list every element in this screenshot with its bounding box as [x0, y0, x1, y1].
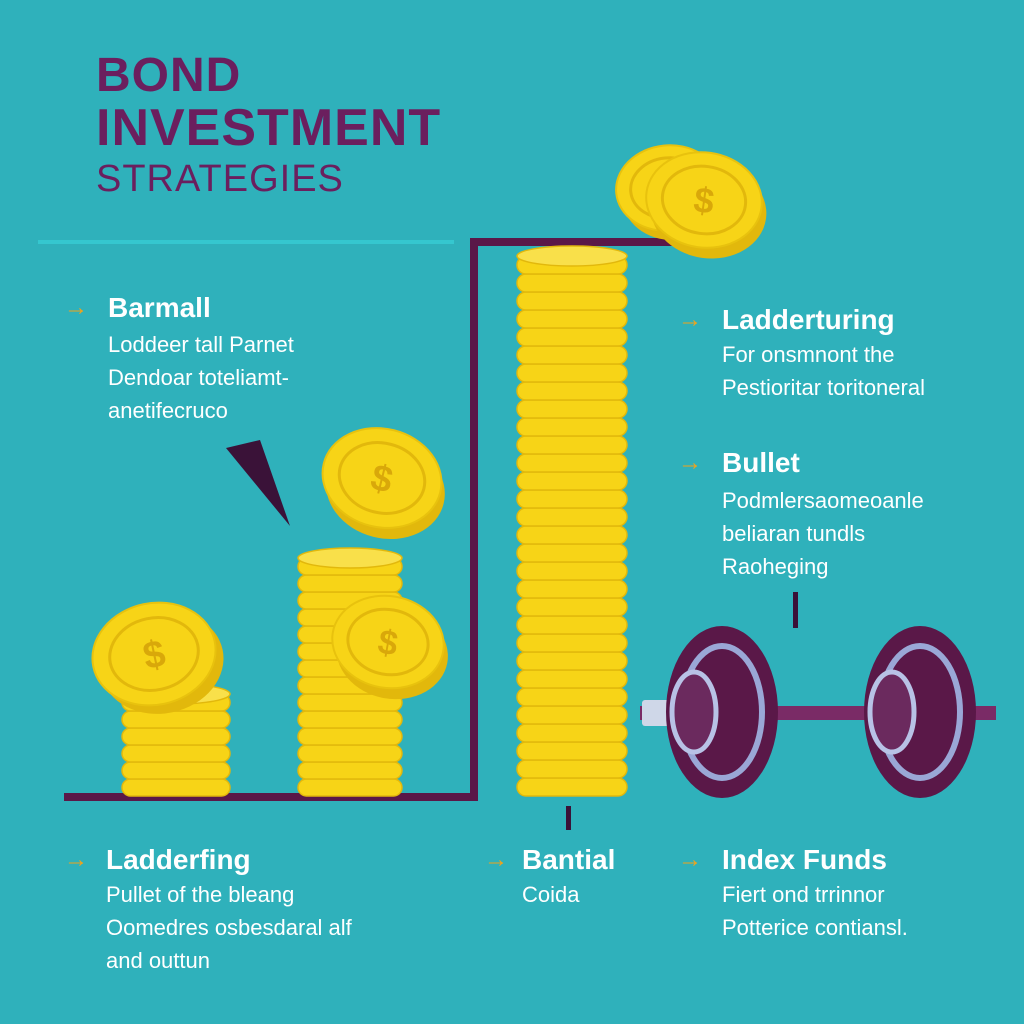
dumbbell-icon — [640, 626, 996, 798]
arrow-icon: → — [678, 449, 702, 476]
title-divider — [38, 240, 454, 244]
coin — [121, 727, 231, 746]
section-body-line: Oomedres osbesdaral alf — [106, 915, 352, 940]
coin — [516, 525, 628, 545]
coin — [297, 778, 403, 797]
coin — [516, 561, 628, 581]
section-heading: Ladderfing — [106, 844, 251, 875]
section-body-line: and outtun — [106, 948, 210, 973]
arrow-icon: → — [678, 306, 702, 333]
coin — [516, 507, 628, 527]
coin — [516, 579, 628, 599]
coin — [516, 669, 628, 689]
coin — [516, 489, 628, 509]
title-line-2: INVESTMENT — [96, 99, 442, 157]
arrow-icon: → — [484, 846, 508, 873]
section-heading: Index Funds — [722, 844, 887, 875]
dollar-coin-icon: $ — [91, 601, 224, 714]
section-body-line: Pestioritar toritoneral — [722, 375, 925, 400]
coin — [516, 399, 628, 419]
coin — [516, 327, 628, 347]
coin — [516, 759, 628, 779]
coin — [121, 710, 231, 729]
dollar-coin-icon: $ — [321, 427, 445, 540]
section-heading: Barmall — [108, 292, 211, 323]
coin-stack — [516, 245, 628, 797]
coin — [516, 705, 628, 725]
coin — [516, 471, 628, 491]
section-body-line: Fiert ond trrinnor — [722, 882, 885, 907]
section-body-line: Dendoar toteliamt- — [108, 365, 289, 390]
title-line-3: STRATEGIES — [96, 158, 344, 200]
coin-top — [297, 547, 403, 569]
dollar-coin-icon: $ — [331, 594, 448, 700]
tick-mark — [793, 592, 798, 628]
section-body-line: Podmlersaomeoanle — [722, 488, 924, 513]
section-body-line: Coida — [522, 882, 580, 907]
section-heading: Bantial — [522, 844, 616, 875]
coin — [516, 291, 628, 311]
coin — [516, 615, 628, 635]
coin — [516, 435, 628, 455]
coin — [121, 761, 231, 780]
title-line-1: BOND — [96, 49, 242, 102]
coin — [516, 363, 628, 383]
section-heading: Bullet — [722, 447, 800, 478]
coin — [297, 761, 403, 780]
coin — [516, 723, 628, 743]
section-body-line: Pullet of the bleang — [106, 882, 295, 907]
coin — [516, 417, 628, 437]
coin — [516, 273, 628, 293]
coin — [516, 453, 628, 473]
arrow-icon: → — [64, 846, 88, 873]
coin — [297, 574, 403, 593]
coin — [516, 687, 628, 707]
section-body-line: Raoheging — [722, 554, 829, 579]
coin — [516, 633, 628, 653]
coin — [516, 651, 628, 671]
coin — [516, 777, 628, 797]
coin — [121, 778, 231, 797]
coin — [516, 597, 628, 617]
section-body-line: beliaran tundls — [722, 521, 866, 546]
coin — [297, 727, 403, 746]
loose-coins: $$$$$ — [91, 144, 767, 714]
section-heading: Ladderturing — [722, 304, 895, 335]
arrow-icon: → — [64, 294, 88, 321]
coin — [516, 381, 628, 401]
coin — [516, 543, 628, 563]
section-body-line: Potterice contiansl. — [722, 915, 908, 940]
coin — [516, 741, 628, 761]
section-body-line: Loddeer tall Parnet — [108, 332, 294, 357]
pointer-triangle — [226, 440, 290, 526]
arrow-icon: → — [678, 846, 702, 873]
coin-top — [516, 245, 628, 267]
coin — [297, 744, 403, 763]
dollar-coin-icon: $ — [645, 151, 767, 259]
coin — [516, 309, 628, 329]
coin — [297, 710, 403, 729]
section-body-line: anetifecruco — [108, 398, 228, 423]
coin — [516, 345, 628, 365]
section-body-line: For onsmnont the — [722, 342, 895, 367]
tick-mark — [566, 806, 571, 830]
baseline-step-line — [64, 238, 748, 801]
coin — [121, 744, 231, 763]
